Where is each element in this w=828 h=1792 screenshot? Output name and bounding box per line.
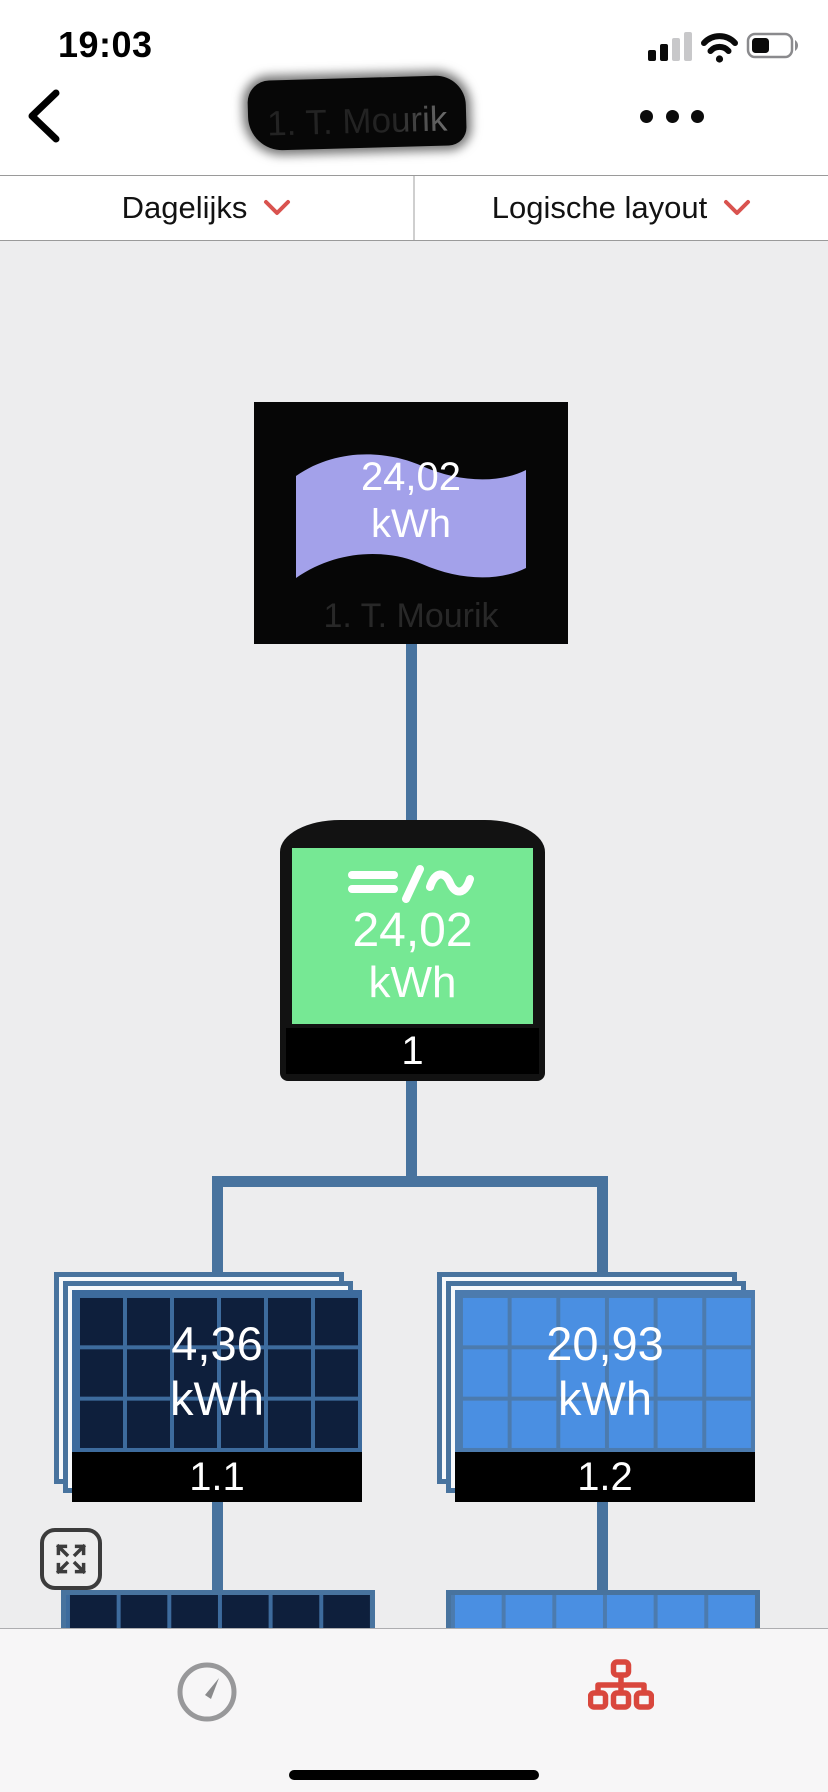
connector-string2-child [597,1502,608,1592]
status-time: 19:03 [58,24,153,65]
string-energy-value: 20,93 kWh [546,1316,664,1425]
inverter-energy-unit: kWh [368,958,457,1008]
solar-panel-icon: 20,93 kWh 1.2 [455,1290,755,1502]
connector-inverter-branch [406,1079,417,1179]
ellipsis-icon [640,109,653,123]
wifi-icon [701,33,738,63]
connector-plant-inverter [406,642,417,822]
gauge-icon [177,1662,237,1722]
status-icons [648,32,799,63]
tree-node-partial-left[interactable] [61,1590,375,1628]
period-dropdown-value: Dagelijks [121,190,248,225]
connector-branch-right [597,1176,608,1276]
chevron-down-icon [264,200,291,215]
chevron-down-icon [724,200,751,215]
pv-plant-flag-icon [296,454,526,578]
period-dropdown[interactable]: Dagelijks [0,176,415,240]
connector-branch-left [212,1176,223,1276]
chevron-left-icon [28,89,60,143]
inverter-node-label: 1 [286,1028,539,1074]
fullscreen-button[interactable] [40,1528,102,1590]
string-energy-value: 4,36 kWh [170,1316,264,1425]
solar-panel-icon: 4,36 kWh 1.1 [72,1290,362,1502]
plant-node-label: 1. T. Mourik [323,597,499,635]
tree-node-plant[interactable]: 24,02 kWh 1. T. Mourik [254,402,568,644]
back-button[interactable] [20,86,68,146]
connector-branch-horizontal [212,1176,608,1187]
layout-dropdown[interactable]: Logische layout [415,176,828,240]
dc-ac-icon [347,865,474,904]
layout-dropdown-value: Logische layout [491,190,708,225]
tree-canvas[interactable]: 24,02 kWh 1. T. Mourik 24,02 kWh 1 [0,241,828,1628]
string-node-label: 1.1 [72,1452,362,1502]
connector-string1-child [212,1502,223,1592]
string-node-label: 1.2 [455,1452,755,1502]
cellular-signal-icon [648,32,692,61]
nav-title-redaction: 1. T. Mourik [247,74,467,152]
filter-bar: Dagelijks Logische layout [0,175,828,241]
sitemap-icon [588,1659,654,1710]
tree-node-string-1-2[interactable]: 20,93 kWh 1.2 [437,1272,755,1502]
tree-node-inverter[interactable]: 24,02 kWh 1 [280,820,545,1081]
battery-icon [746,32,799,59]
page-title: 1. T. Mourik [267,99,448,150]
tab-dashboard[interactable] [147,1659,267,1739]
bottom-tab-bar [0,1628,828,1792]
tree-node-partial-right[interactable] [446,1590,760,1628]
expand-arrows-icon [55,1543,87,1575]
inverter-screen: 24,02 kWh [292,848,533,1024]
inverter-energy-value: 24,02 [352,904,473,958]
tab-layout-tree[interactable] [561,1659,681,1739]
more-options-button[interactable] [640,96,704,136]
home-indicator[interactable] [289,1770,539,1780]
tree-node-string-1-1[interactable]: 4,36 kWh 1.1 [54,1272,362,1502]
plant-energy-value: 24,02 kWh [360,455,462,547]
